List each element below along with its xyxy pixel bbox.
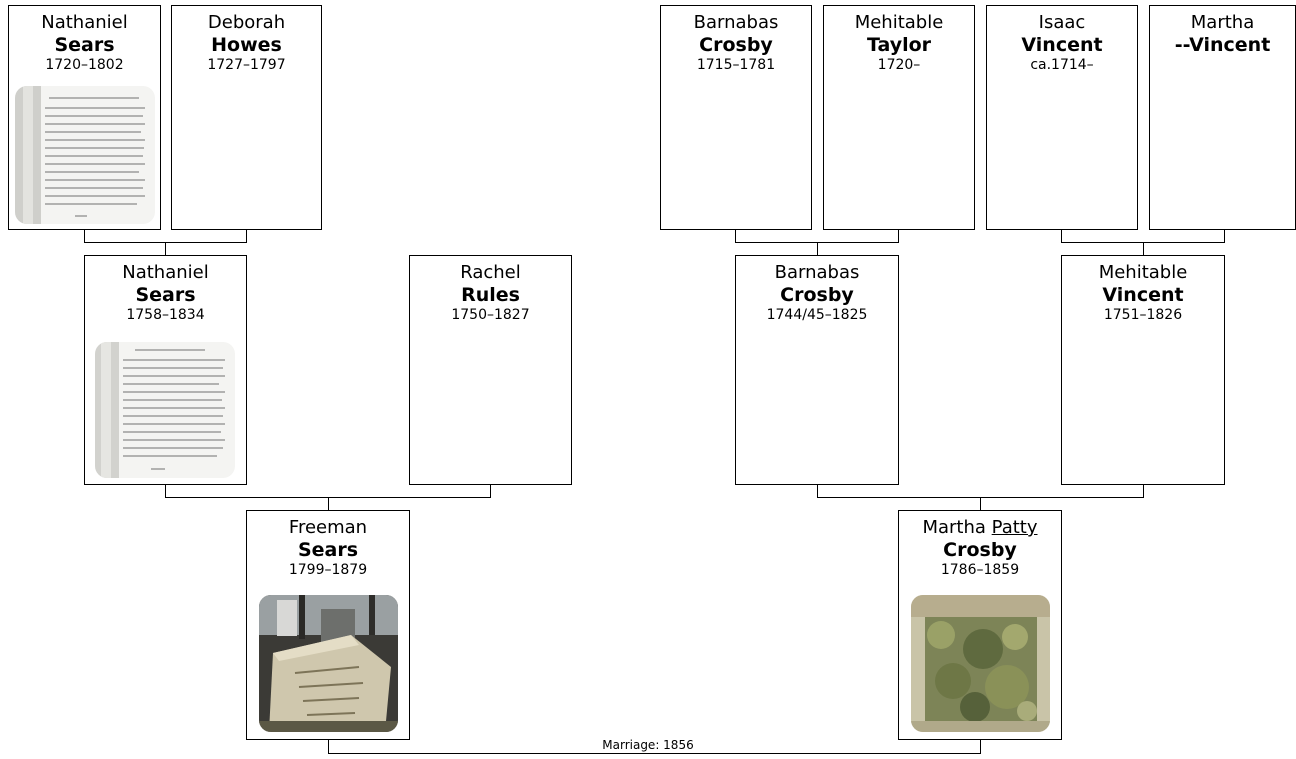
person-card-deborah-howes[interactable]: Deborah Howes 1727–1797 <box>171 5 322 230</box>
life-dates: 1799–1879 <box>288 562 368 578</box>
person-card-martha-patty-crosby[interactable]: Martha Patty Crosby 1786–1859 <box>898 510 1062 740</box>
surname: Crosby <box>699 34 773 56</box>
given-name: Barnabas <box>693 12 779 33</box>
surname: Sears <box>54 34 115 56</box>
connector <box>246 229 247 242</box>
person-card-freeman-sears[interactable]: Freeman Sears 1799–1879 <box>246 510 410 740</box>
surname: Rules <box>461 284 520 306</box>
connector <box>1224 229 1225 242</box>
life-dates: 1720–1802 <box>45 57 124 73</box>
connector <box>1061 229 1062 242</box>
given-name: Mehitable <box>854 12 944 33</box>
surname: Taylor <box>866 34 932 56</box>
person-card-martha-vincent[interactable]: Martha --Vincent <box>1149 5 1296 230</box>
life-dates: 1786–1859 <box>940 562 1020 578</box>
marriage-connector <box>980 739 981 753</box>
marriage-label: Marriage: 1856 <box>602 738 694 752</box>
document-page-photo[interactable] <box>95 342 235 478</box>
connector <box>735 229 736 242</box>
life-dates: 1715–1781 <box>696 57 776 73</box>
surname: Sears <box>135 284 196 306</box>
gravestone-icon <box>259 595 398 732</box>
marriage-connector <box>328 739 329 753</box>
surname: Howes <box>211 34 282 56</box>
first-name: Martha <box>922 517 986 538</box>
life-dates: ca.1714– <box>1030 57 1094 73</box>
person-card-nathaniel-sears-1720[interactable]: Nathaniel Sears 1720–1802 <box>8 5 161 230</box>
given-name: Nathaniel <box>41 12 128 33</box>
given-name: Freeman <box>288 517 368 538</box>
document-page-icon <box>95 342 235 478</box>
document-page-icon <box>15 86 155 224</box>
surname: Vincent <box>1102 284 1184 306</box>
given-name: Isaac <box>1038 12 1086 33</box>
connector <box>817 242 818 255</box>
person-card-mehitable-vincent[interactable]: Mehitable Vincent 1751–1826 <box>1061 255 1225 485</box>
connector <box>1143 242 1144 255</box>
nickname: Patty <box>991 517 1038 538</box>
surname: Sears <box>297 539 359 561</box>
given-name: Martha Patty <box>899 517 1061 539</box>
person-card-barnabas-crosby-1715[interactable]: Barnabas Crosby 1715–1781 <box>660 5 812 230</box>
surname: Crosby <box>943 539 1017 561</box>
person-card-nathaniel-sears-1758[interactable]: Nathaniel Sears 1758–1834 <box>84 255 247 485</box>
connector <box>165 242 166 255</box>
gravestone-photo[interactable] <box>911 595 1050 732</box>
gravestone-mossy-icon <box>911 595 1050 732</box>
connector <box>490 484 491 497</box>
life-dates: 1720– <box>877 57 921 73</box>
connector <box>1143 484 1144 497</box>
surname: Vincent <box>1021 34 1103 56</box>
life-dates: 1727–1797 <box>207 57 286 73</box>
given-name: Nathaniel <box>122 262 209 283</box>
connector <box>328 497 329 510</box>
given-name: Rachel <box>460 262 521 283</box>
person-card-barnabas-crosby-1744[interactable]: Barnabas Crosby 1744/45–1825 <box>735 255 899 485</box>
connector <box>817 484 818 497</box>
gravestone-photo[interactable] <box>259 595 398 732</box>
person-card-rachel-rules[interactable]: Rachel Rules 1750–1827 <box>409 255 572 485</box>
life-dates: 1744/45–1825 <box>766 307 868 323</box>
document-page-photo[interactable] <box>15 86 155 224</box>
person-card-mehitable-taylor[interactable]: Mehitable Taylor 1720– <box>823 5 975 230</box>
connector <box>980 497 981 510</box>
person-card-isaac-vincent[interactable]: Isaac Vincent ca.1714– <box>986 5 1138 230</box>
connector <box>84 229 85 242</box>
surname: Crosby <box>780 284 854 306</box>
surname: --Vincent <box>1174 34 1271 56</box>
marriage-connector <box>328 753 981 754</box>
given-name: Mehitable <box>1098 262 1188 283</box>
given-name: Martha <box>1190 12 1255 33</box>
life-dates: 1751–1826 <box>1103 307 1183 323</box>
given-name: Barnabas <box>774 262 860 283</box>
connector <box>165 484 166 497</box>
life-dates: 1758–1834 <box>126 307 205 323</box>
life-dates: 1750–1827 <box>451 307 530 323</box>
connector <box>898 229 899 242</box>
given-name: Deborah <box>207 12 286 33</box>
